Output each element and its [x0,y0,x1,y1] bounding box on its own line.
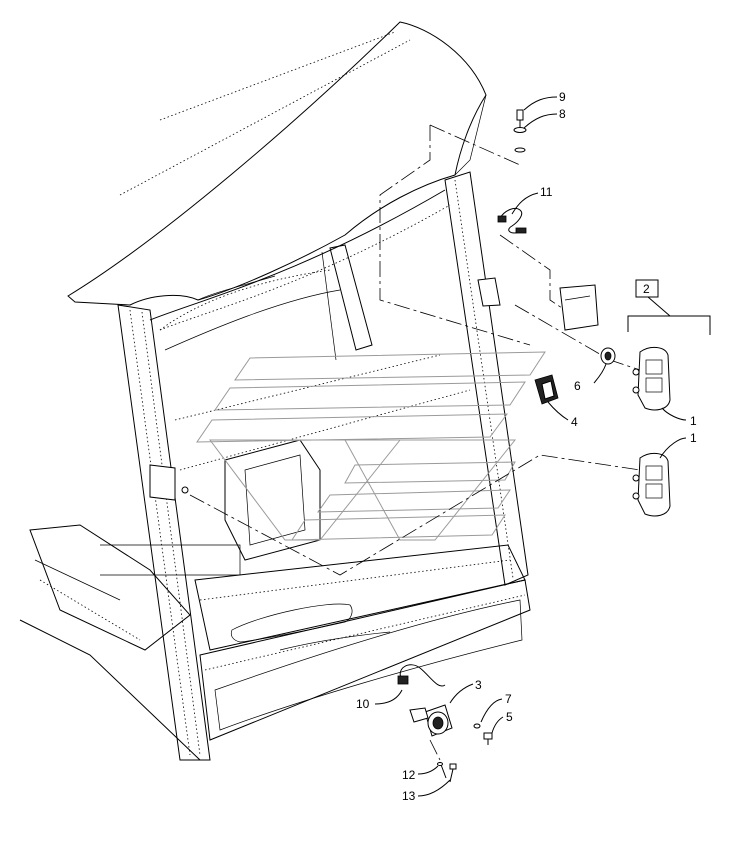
callout-1-upper: 1 [690,414,697,428]
cab-frame [19,171,531,761]
part-5-screw [483,732,493,745]
part-10-cable [397,664,446,687]
part-13-bolt [449,763,457,783]
callout-9: 9 [559,90,566,104]
callout-5: 5 [506,710,513,724]
callouts: 9 8 11 2 6 4 1 1 3 7 5 10 12 13 [356,90,697,803]
part-1-lamp-upper [632,347,671,411]
watermark-logo [196,351,546,541]
part-11-harness [497,207,527,234]
callout-12: 12 [402,768,416,782]
callout-4: 4 [571,415,578,429]
part-6-grommet [600,347,616,365]
part-8-washer [513,127,527,153]
part-4-housing [534,374,559,405]
part-3-alarm [409,704,453,737]
callout-2: 2 [643,282,650,296]
callout-6: 6 [574,379,581,393]
callout-3: 3 [475,678,482,692]
callout-11: 11 [540,185,553,199]
part-9-bolt [516,109,524,128]
callout-10: 10 [356,697,370,711]
assembly-lines [189,124,641,761]
part-1-lamp-lower [632,453,671,517]
part-12-washer [437,761,447,779]
callout-13: 13 [402,789,416,803]
part-7-washer [473,723,481,729]
module-box [559,284,599,331]
cab-roof [67,21,487,306]
callout-7: 7 [505,692,512,706]
leader-lines [374,96,687,797]
part-2-assembly-bracket [627,279,711,335]
callout-1-lower: 1 [690,431,697,445]
callout-8: 8 [559,107,566,121]
